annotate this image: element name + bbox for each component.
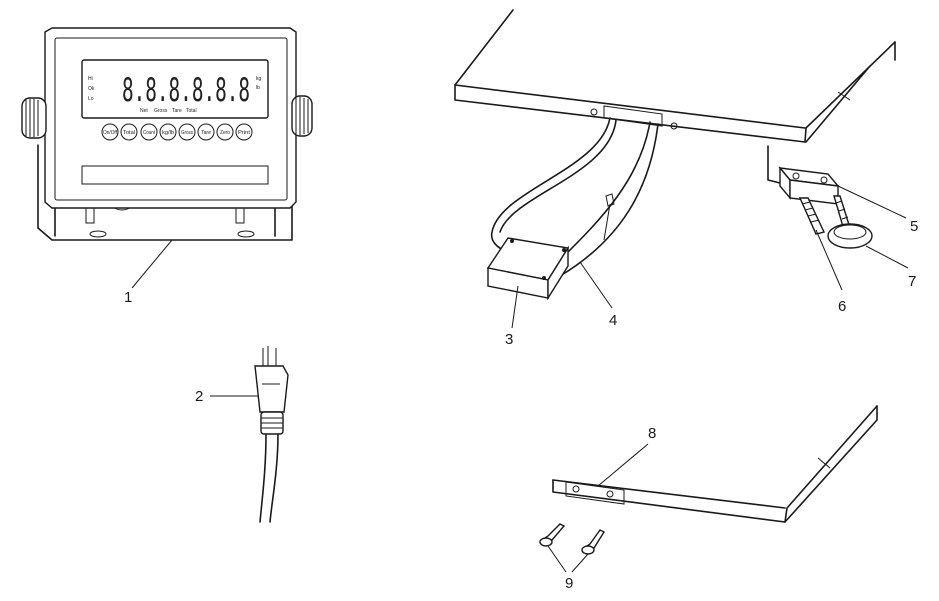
callout-1: 1 — [124, 289, 132, 306]
indicator-stand — [37, 144, 293, 241]
lcd-label-ok: Ok — [88, 86, 95, 92]
post-left — [85, 206, 95, 224]
key-gross-label: Gross — [181, 130, 193, 136]
stand-hole-left — [89, 230, 107, 238]
lcd-window — [81, 59, 269, 119]
callout-8: 8 — [648, 425, 656, 442]
entry-plate — [603, 105, 663, 127]
callout-5: 5 — [910, 218, 918, 235]
key-onoff-label: On/Off — [103, 130, 118, 136]
callout-9: 9 — [565, 575, 573, 592]
key-onoff — [101, 123, 119, 141]
indicator-unit: 8.8.8.8.8.8 Hi Ok Lo kg lb Net Gross Tar… — [21, 27, 313, 241]
key-tare-label: Tare — [201, 130, 211, 136]
key-kglb — [159, 123, 177, 141]
key-zero — [216, 123, 234, 141]
platform-edge — [454, 9, 896, 143]
key-print — [235, 123, 253, 141]
platform-upper — [454, 9, 896, 301]
power-plug — [254, 346, 289, 523]
knob-right — [291, 95, 313, 137]
leader-line-9 — [547, 545, 589, 573]
power-cord — [259, 433, 279, 523]
lcd-unit-kg: kg — [256, 76, 262, 82]
lcd-label-gross: Gross — [154, 108, 168, 114]
callout-3: 3 — [505, 331, 513, 348]
callout-7: 7 — [908, 273, 916, 290]
lcd-readout: 8.8.8.8.8.8 — [122, 71, 250, 109]
plug-prongs — [262, 346, 277, 366]
callout-4: 4 — [609, 312, 617, 329]
lcd-label-tare: Tare — [172, 108, 182, 114]
platform-lower — [539, 405, 878, 555]
lcd-unit-lb: lb — [256, 85, 260, 91]
key-zero-label: Zero — [220, 130, 230, 136]
key-total — [120, 123, 138, 141]
key-total-label: Total — [123, 130, 135, 136]
leader-line-1 — [131, 239, 173, 289]
keypad: On/Off Total Count kg/lb Gross Tare Zero… — [101, 123, 253, 141]
lcd-label-lo: Lo — [88, 96, 94, 102]
key-print-label: Print — [238, 130, 251, 136]
plug-body — [254, 365, 289, 413]
callout-6: 6 — [838, 298, 846, 315]
leveling-foot — [827, 223, 873, 249]
stand-hole-right — [237, 230, 255, 238]
lcd-label-hi: Hi — [88, 76, 93, 82]
callout-2: 2 — [195, 388, 203, 405]
leader-line-5 — [837, 185, 907, 219]
indicator-face — [54, 37, 288, 201]
platform-lower-edge — [552, 405, 878, 523]
lcd-label-total: Total — [186, 108, 197, 114]
cable-loop-left — [491, 117, 611, 255]
printer-slot — [81, 165, 269, 185]
mounting-plate — [565, 481, 625, 505]
key-kglb-label: kg/lb — [162, 130, 174, 136]
lcd-label-net: Net — [140, 108, 148, 114]
leader-line-4 — [579, 261, 613, 309]
key-gross — [178, 123, 196, 141]
leader-line-8 — [597, 443, 649, 487]
key-count-label: Count — [143, 130, 156, 136]
screw-foot — [798, 197, 825, 235]
post-right — [235, 206, 245, 224]
cable-tie — [605, 193, 615, 207]
leader-line-6 — [815, 229, 843, 291]
key-tare — [197, 123, 215, 141]
stand-edge — [54, 204, 276, 237]
key-count — [140, 123, 158, 141]
leader-line-3 — [511, 285, 519, 329]
screw-right — [581, 529, 606, 549]
leader-line-7 — [865, 245, 909, 269]
